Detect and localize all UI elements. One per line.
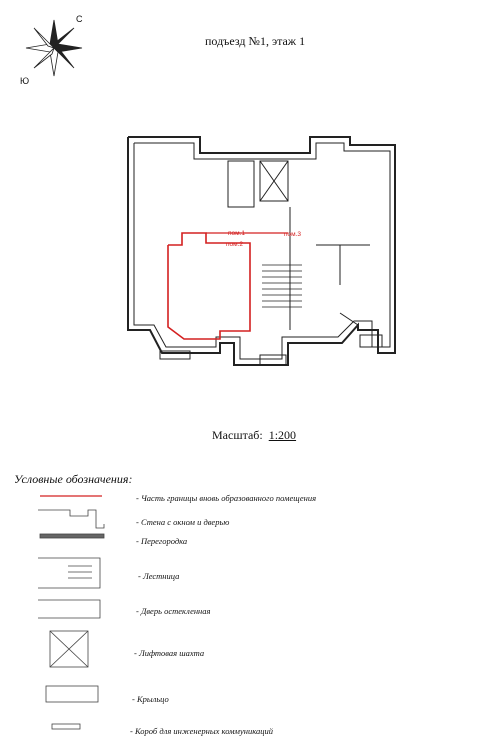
- compass-south-label: Ю: [20, 76, 30, 86]
- legend-item-porch: - Крыльцо: [132, 694, 169, 704]
- page-title: подъезд №1, этаж 1: [205, 34, 306, 48]
- legend-item-elevator-shaft: - Лифтовая шахта: [134, 648, 205, 658]
- room-1-label: пом.1: [228, 230, 245, 237]
- compass-north-label: С: [76, 14, 83, 24]
- room-3-label: пом.3: [284, 231, 301, 238]
- compass-rose-icon: [25, 19, 83, 77]
- scale-value: 1:200: [268, 428, 297, 442]
- legend-item-glass-door: - Дверь остекленная: [136, 606, 211, 616]
- legend-item-wall: - Стена с окном и дверью: [136, 517, 230, 527]
- legend-item-partition: - Перегородка: [136, 536, 188, 546]
- scale: Масштаб: 1:200: [212, 428, 296, 443]
- legend-item-stairs: - Лестница: [138, 571, 180, 581]
- legend-symbols: [38, 495, 105, 730]
- legend-heading: Условные обозначения:: [14, 472, 133, 486]
- room-2-label: пом.2: [226, 241, 243, 248]
- legend-item-boundary: - Часть границы вновь образованного поме…: [136, 493, 317, 503]
- legend-item-utility-box: - Короб для инженерных коммуникаций: [130, 726, 273, 736]
- floor-plan: пом.1 пом.2 пом.3: [127, 136, 396, 366]
- scale-label: Масштаб:: [212, 428, 263, 442]
